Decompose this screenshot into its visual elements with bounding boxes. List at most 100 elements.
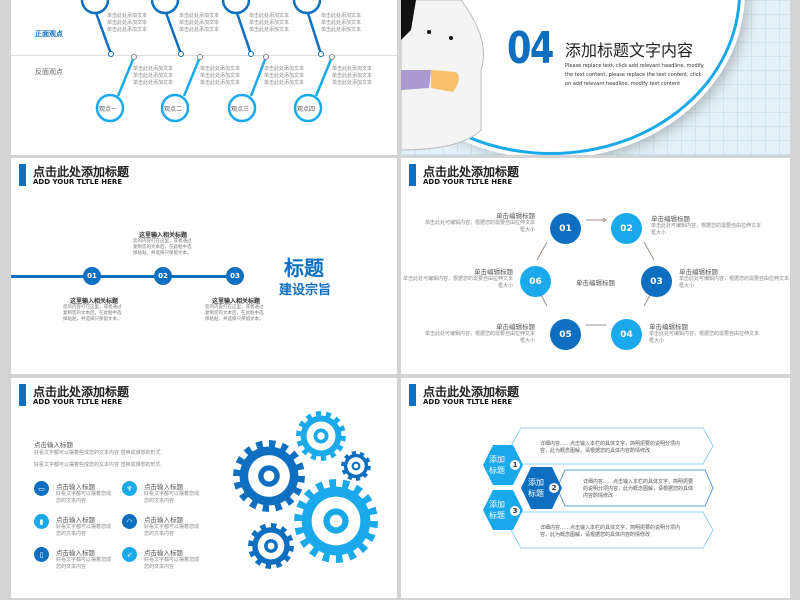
cycle-label: 单击编辑标题单击此处可编辑内容，根据您的需要自由拉伸文本框大小: [425, 321, 535, 345]
line: 单击此处添加文本: [200, 80, 241, 86]
feature-title: 点击输入标题: [144, 516, 183, 524]
book-icon: ▯: [34, 547, 49, 562]
line: 单击此处添加文本: [107, 13, 148, 19]
slide-thumbnail-3[interactable]: 点击此处添加标题 ADD YOUR TLTLE HERE 01 02 03 这里…: [11, 158, 397, 374]
line: 单击此处添加文本: [332, 73, 373, 79]
line: 单击此处添加文本: [107, 20, 148, 26]
timeline-line: [11, 275, 241, 278]
slide-thumbnail-4[interactable]: 点击此处添加标题 ADD YOUR TLTLE HERE 01 02 03 04…: [401, 158, 790, 374]
line: 单击此处添加文本: [264, 80, 305, 86]
feature-item: ▯ 点击输入标题 好看文字都可以摆着您成您的文本内容: [34, 547, 119, 577]
line: 单击此处添加文本: [133, 66, 174, 72]
intro-line: 好看文字都可以摆着些成您的文本内容 替换成谁想的形式: [34, 462, 161, 468]
step-circle: 01: [83, 267, 101, 285]
text-block: 单击此处添加文本单击此处添加文本单击此处添加文本: [332, 66, 372, 87]
hex-number: 3: [510, 506, 520, 516]
feature-item: ➶ 点击输入标题 好看文字都可以摆着您成您的文本内容: [122, 547, 207, 577]
label-heading: 单击编辑标题: [679, 268, 718, 276]
section-title: 添加标题文字内容: [565, 41, 694, 60]
feature-title: 点击输入标题: [56, 549, 95, 557]
feature-title: 点击输入标题: [56, 516, 95, 524]
line: 单击此处添加文本: [332, 66, 373, 72]
pin-label: 观点四: [297, 106, 316, 113]
bar-chart-icon: ▮: [34, 514, 49, 529]
pin-label: 观点二: [164, 106, 183, 113]
step-block: 这里输入相关标题您的内容打在这里，或者通过复制您的文本后，在此框中选择粘贴，并选…: [63, 296, 125, 323]
intro-heading: 点击输入标题: [34, 441, 73, 449]
slide-thumbnail-1[interactable]: 正面观点 反面观点 观点一 观点二 观点三 观点四 单击此处添加文本单击此处添加…: [11, 0, 397, 155]
slide-title: 点击此处添加标题: [33, 385, 130, 399]
line: 单击此处添加文本: [321, 13, 362, 19]
step-text: 您的内容打在这里，或者通过复制您的文本后，在此框中选择粘贴，并选择只保留文本。: [63, 305, 122, 322]
wifi-icon: ◠: [122, 514, 137, 529]
feature-item: ▭ 点击输入标题 好看文字都可以摆着您成您的文本内容: [34, 481, 119, 511]
hex-text: 详细内容……点击输入本栏的具体文字，简明扼要的说明分项内容，此为概念图解，请根据…: [540, 441, 681, 454]
line: 单击此处添加文本: [332, 80, 373, 86]
line: 单击此处添加文本: [179, 27, 220, 33]
step-circle: 03: [226, 267, 244, 285]
hex-label: 添加标题: [489, 455, 505, 475]
section-number: 04: [507, 23, 554, 74]
big-title: 标题: [284, 256, 324, 280]
cycle-circle: 02: [611, 213, 642, 244]
header-accent: [409, 384, 416, 406]
feature-text: 好看文字都可以摆着您成您的文本内容: [56, 524, 112, 537]
label-text: 单击此处可编辑内容，根据您的需要自由拉伸文本框大小: [425, 220, 536, 233]
slide-thumbnail-5[interactable]: 点击此处添加标题 ADD YOUR TLTLE HERE 点击输入标题 好看文字…: [11, 378, 397, 598]
line: 单击此处添加文本: [179, 13, 220, 19]
feature-item: ▮ 点击输入标题 好看文字都可以摆着您成您的文本内容: [34, 514, 119, 544]
slide-thumbnail-2[interactable]: 04 添加标题文字内容 Please replace text, click a…: [401, 0, 790, 155]
step-heading: 这里输入相关标题: [69, 298, 118, 305]
label-text: 单击此处可编辑内容，根据您的需要自由拉伸文本框大小: [649, 331, 760, 344]
divider: [11, 55, 397, 56]
slide-subtitle: ADD YOUR TLTLE HERE: [33, 178, 123, 186]
label-heading: 单击编辑标题: [651, 215, 690, 223]
line: 单击此处添加文本: [200, 73, 241, 79]
pin-label: 观点一: [99, 106, 118, 113]
gears-illustration: [233, 411, 378, 569]
label-text: 单击此处可编辑内容，根据您的需要自由拉伸文本框大小: [679, 276, 790, 289]
slide-subtitle: ADD YOUR TLTLE HERE: [33, 398, 123, 406]
text-block: 单击此处添加文本单击此处添加文本单击此处添加文本: [249, 13, 289, 34]
step-heading: 这里输入相关标题: [211, 298, 260, 305]
feature-text: 好看文字都可以摆着您成您的文本内容: [56, 557, 112, 570]
label-text: 单击此处可编辑内容，根据您的需要自由拉伸文本框大小: [403, 276, 514, 289]
text-block: 单击此处添加文本单击此处添加文本单击此处添加文本: [200, 66, 240, 87]
hex-text: 详细内容……点击输入本栏的具体文字，简明扼要的说明分项内容，此为概念图解，请根据…: [540, 525, 681, 538]
feature-item: ♆ 点击输入标题 好看文字都可以摆着您成您的文本内容: [122, 481, 207, 511]
line: 单击此处添加文本: [264, 66, 305, 72]
line: 单击此处添加文本: [264, 73, 305, 79]
step-heading: 这里输入相关标题: [138, 232, 187, 239]
feature-text: 好看文字都可以摆着您成您的文本内容: [144, 491, 200, 504]
section-description: Please replace text, click add relevant …: [565, 63, 704, 87]
feature-text: 好看文字都可以摆着您成您的文本内容: [56, 491, 112, 504]
gear-icon: [294, 479, 378, 563]
pin-graphics: [80, 0, 335, 123]
slide-title: 点击此处添加标题: [33, 165, 130, 179]
gear-icon: [296, 411, 346, 461]
hex-label: 添加标题: [528, 478, 544, 498]
line: 单击此处添加文本: [249, 27, 290, 33]
slide-subtitle: ADD YOUR TLTLE HERE: [423, 178, 513, 186]
label-text: 单击此处可编辑内容，根据您的需要自由拉伸文本框大小: [651, 223, 762, 236]
slide-thumbnail-6[interactable]: 点击此处添加标题 ADD YOUR TLTLE HERE 添加标题 添加标题 添…: [401, 378, 790, 598]
line: 单击此处添加文本: [321, 27, 362, 33]
line: 单击此处添加文本: [107, 27, 148, 33]
intro-line: 好看文字都可以摆着些成您的文本内容 替换成谁想的形式: [34, 450, 161, 456]
hex-number: 2: [549, 483, 559, 493]
feature-title: 点击输入标题: [56, 483, 95, 491]
hex-text: 详细内容……点击输入本栏的具体文字，简明扼要的说明分项内容，此为概念图解，请根据…: [583, 479, 694, 499]
line: 单击此处添加文本: [249, 20, 290, 26]
cycle-center-label: 单击编辑标题: [576, 279, 615, 287]
cycle-circle: 03: [641, 266, 672, 297]
cycle-circle: 01: [550, 213, 581, 244]
line: 单击此处添加文本: [249, 13, 290, 19]
trophy-icon: ♆: [122, 481, 137, 496]
line: 单击此处添加文本: [200, 66, 241, 72]
hex-label: 添加标题: [489, 500, 505, 520]
feature-text: 好看文字都可以摆着您成您的文本内容: [144, 524, 200, 537]
gear-icon: [341, 451, 371, 481]
line: 单击此处添加文本: [321, 20, 362, 26]
gear-icon: [248, 523, 294, 569]
pin-label: 观点三: [231, 106, 250, 113]
